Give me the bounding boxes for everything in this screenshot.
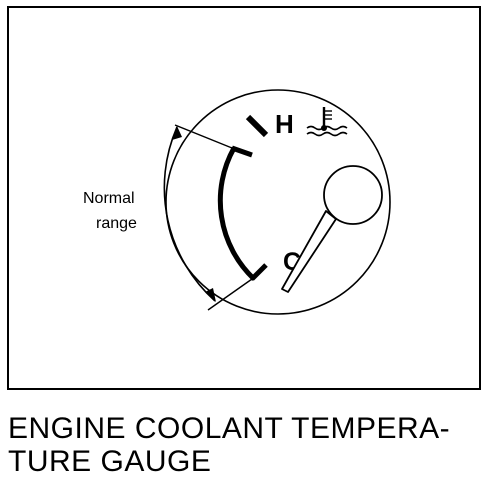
band-bottom-tick	[250, 263, 268, 281]
needle-hub	[323, 165, 383, 225]
hot-dash-marker	[245, 114, 269, 138]
normal-range-extension-bottom	[207, 278, 253, 311]
gauge-outer-ring	[165, 89, 391, 315]
temperature-band	[217, 146, 256, 281]
normal-range-label-line1: Normal	[83, 190, 135, 207]
coolant-temperature-icon	[306, 107, 348, 137]
hot-marker-label: H	[275, 109, 294, 139]
normal-range-extension-top	[174, 124, 233, 149]
normal-range-arrow-bottom	[205, 288, 216, 302]
band-top-tick	[231, 145, 253, 158]
normal-range-arc	[163, 126, 216, 302]
normal-range-arrow-top	[172, 126, 182, 140]
figure-caption-line-1: ENGINE COOLANT TEMPERA-	[8, 412, 451, 445]
figure-frame	[7, 6, 481, 390]
gauge-diagram: H C Normal range	[83, 89, 391, 315]
normal-range-label-line2: range	[96, 215, 137, 232]
figure-caption-line-2: TURE GAUGE	[8, 445, 212, 478]
